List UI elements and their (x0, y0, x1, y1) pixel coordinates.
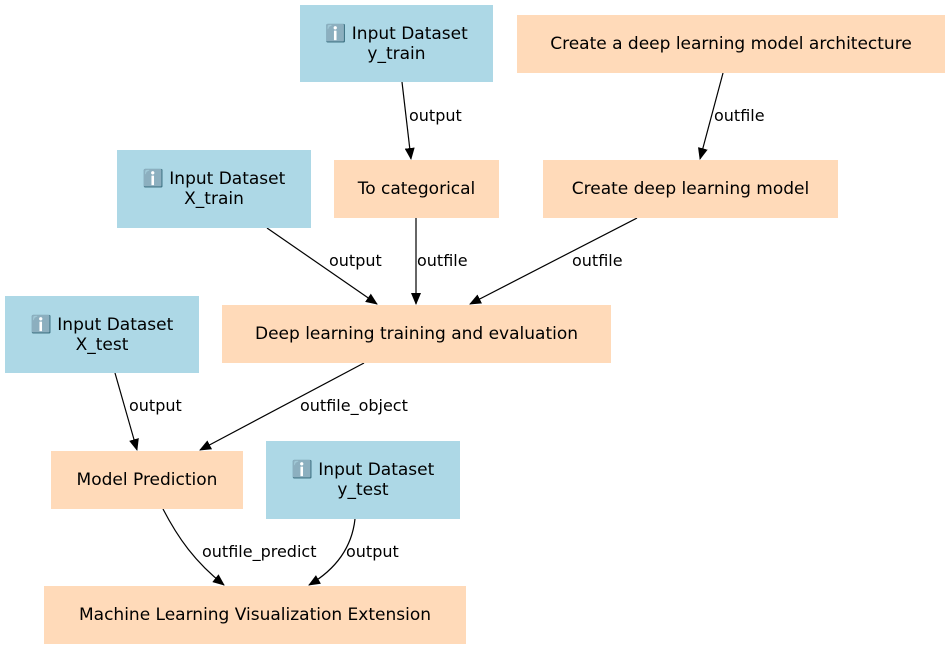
node-title: Create a deep learning model architectur… (550, 34, 912, 54)
edge-arch-to-create-model (698, 72, 724, 160)
node-title: To categorical (358, 179, 476, 199)
edge-label: outfile_object (300, 396, 408, 416)
edge-label: output (346, 542, 399, 561)
node-subtitle: y_test (337, 480, 389, 500)
node-title-text: To categorical (357, 179, 476, 199)
node-title-text: Model Prediction (76, 470, 218, 490)
node-categorical[interactable]: To categorical (334, 160, 499, 218)
node-title: ℹ️ Input Dataset (325, 24, 468, 44)
node-title: Create deep learning model (572, 179, 810, 199)
node-title: ℹ️ Input Dataset (143, 169, 286, 189)
edge-y-test-to-visualization (308, 518, 356, 586)
node-title: Deep learning training and evaluation (255, 324, 578, 344)
edge-label: output (329, 251, 382, 270)
edge-label: output (409, 106, 462, 125)
node-title-text: Machine Learning Visualization Extension (78, 605, 431, 625)
edge-X-train-to-training (266, 227, 378, 305)
node-title-text: Input Dataset (351, 23, 468, 44)
node-title-text: Input Dataset (169, 169, 286, 189)
edge-y-train-to-categorical (401, 81, 415, 160)
node-subtitle: X_train (184, 189, 244, 209)
node-title-text: Input Dataset (57, 314, 174, 335)
info-icon: ℹ️ (30, 314, 58, 335)
node-title-text: Create deep learning model (571, 179, 810, 199)
node-title: Model Prediction (77, 470, 218, 490)
edge-label: outfile_predict (202, 542, 316, 562)
info-icon: ℹ️ (142, 169, 170, 189)
node-title: ℹ️ Input Dataset (292, 460, 435, 480)
edge-label: outfile (572, 251, 623, 270)
node-title: ℹ️ Input Dataset (31, 315, 174, 335)
node-title-text: Deep learning training and evaluation (254, 324, 579, 344)
node-training[interactable]: Deep learning training and evaluation (222, 305, 611, 363)
edge-label: output (129, 396, 182, 415)
node-title-text: Input Dataset (318, 460, 435, 480)
edge-training-to-prediction (199, 362, 365, 451)
node-subtitle: y_train (367, 43, 426, 64)
node-subtitle: X_test (75, 334, 129, 355)
info-icon: ℹ️ (291, 460, 319, 480)
edge-label: outfile (417, 251, 468, 270)
edge-X-test-to-prediction (114, 372, 139, 451)
node-prediction[interactable]: Model Prediction (51, 451, 243, 509)
node-create-model[interactable]: Create deep learning model (543, 160, 838, 218)
info-icon: ℹ️ (325, 23, 352, 44)
edge-create-model-to-training (469, 217, 638, 305)
edge-prediction-to-visualization (162, 508, 225, 586)
node-title-text: Create a deep learning model architectur… (550, 34, 912, 54)
node-arch[interactable]: Create a deep learning model architectur… (517, 15, 945, 73)
node-title: Machine Learning Visualization Extension (79, 605, 431, 625)
node-visualization[interactable]: Machine Learning Visualization Extension (44, 586, 466, 644)
edge-label: outfile (714, 106, 765, 125)
